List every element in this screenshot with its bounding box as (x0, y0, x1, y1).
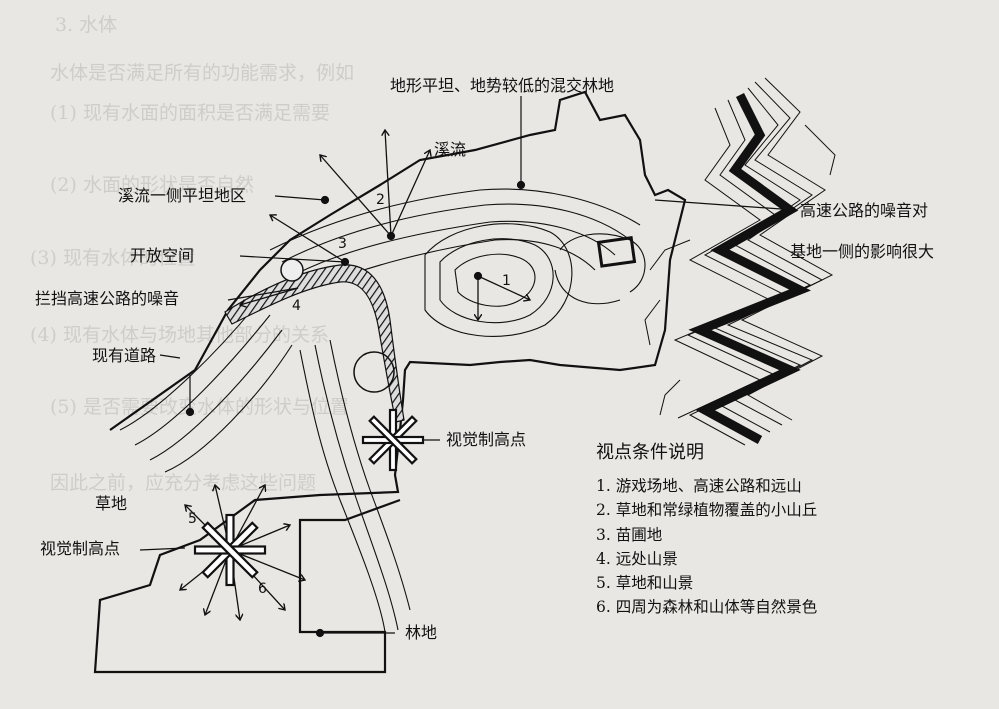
highway-noise-zigzag (644, 77, 836, 446)
viewpoint-number: 2 (376, 192, 385, 208)
tree-clump (280, 258, 304, 282)
viewpoint-number: 6 (258, 581, 267, 597)
label-open-space: 开放空间 (130, 246, 195, 265)
ghost-line: (5) 是否需要改变水体的形状与位置 (50, 396, 349, 418)
label-existing-road: 现有道路 (92, 346, 157, 365)
open-space-circle (353, 351, 395, 393)
viewpoint-legend: 视点条件说明 1. 游戏场地、高速公路和远山 2. 草地和常绿植物覆盖的小山丘 … (596, 438, 817, 620)
ghost-line: 因此之前，应充分考虑这些问题 (50, 472, 317, 494)
visual-high-point-marker (193, 513, 267, 587)
label-grassland: 草地 (95, 494, 128, 513)
tree-belt (224, 264, 405, 423)
label-visual-high-point: 视觉制高点 (446, 430, 527, 449)
structure (596, 236, 637, 268)
ghost-line: (1) 现有水面的面积是否满足需要 (50, 102, 330, 124)
label-woodland: 林地 (405, 623, 438, 642)
legend-item: 3. 苗圃地 (596, 525, 663, 544)
label-highway-noise-line2: 基地一侧的影响很大 (790, 242, 935, 261)
legend-title: 视点条件说明 (596, 442, 704, 463)
label-flat-mixed-forest: 地形平坦、地势较低的混交林地 (390, 76, 615, 95)
legend-item: 5. 草地和山景 (596, 574, 694, 593)
ghost-line: 水体是否满足所有的功能需求，例如 (50, 62, 355, 84)
label-stream-side-flat: 溪流一侧平坦地区 (118, 186, 247, 205)
ghost-line: (4) 现有水体与场地其他部分的关系 (30, 324, 329, 346)
legend-item: 2. 草地和常绿植物覆盖的小山丘 (596, 501, 818, 520)
site-boundary (93, 90, 687, 674)
visual-high-point-marker (361, 408, 425, 472)
label-highway-noise-line1: 高速公路的噪音对 (800, 201, 929, 220)
label-stream: 溪流 (434, 140, 467, 159)
viewpoint-number: 3 (338, 236, 347, 252)
ghost-heading: 3. 水体 (55, 14, 118, 36)
legend-item: 6. 四周为森林和山体等自然景色 (596, 598, 818, 617)
ghost-line: (3) 现有水体的位置 (30, 247, 196, 269)
contour-lines (119, 188, 646, 633)
label-block-noise: 拦挡高速公路的噪音 (35, 289, 180, 308)
label-visual-high-point: 视觉制高点 (40, 539, 121, 558)
viewpoint-number: 4 (292, 298, 301, 314)
legend-item: 1. 游戏场地、高速公路和远山 (596, 477, 802, 495)
ghost-line: (2) 水面的形状是否自然 (50, 174, 254, 196)
viewpoint-number: 1 (502, 273, 511, 289)
viewpoint-number: 5 (188, 511, 197, 527)
legend-item: 4. 远处山景 (596, 549, 678, 568)
